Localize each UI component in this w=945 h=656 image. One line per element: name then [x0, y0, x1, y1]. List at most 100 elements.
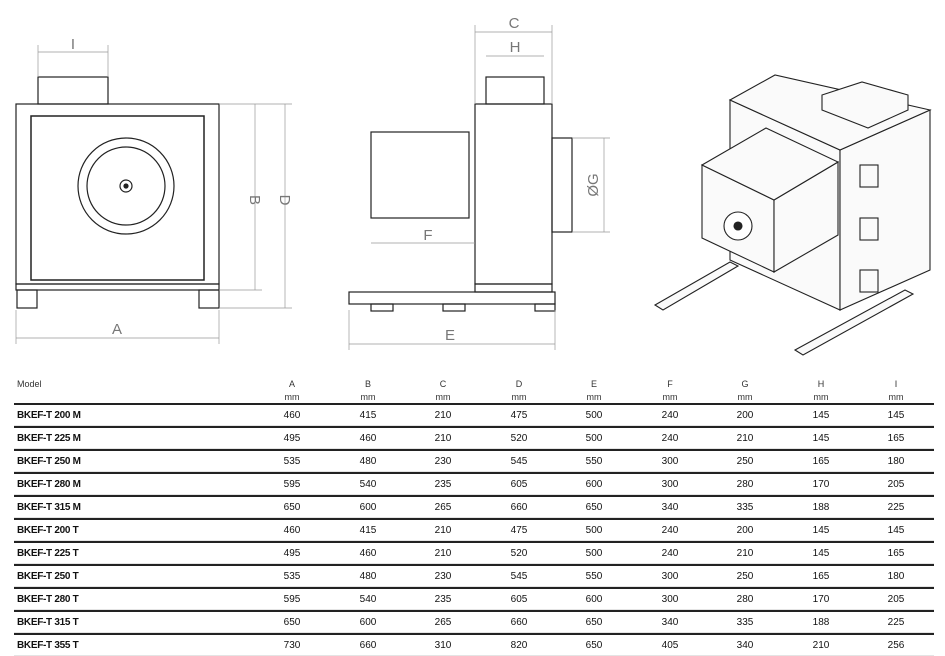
value-cell-c: 265	[434, 502, 452, 513]
dimensions-table: Model A B C D E F G H I mm mm mm mm mm m…	[14, 376, 934, 656]
value-cell-e: 500	[585, 548, 603, 559]
value-cell-i: 145	[887, 410, 905, 421]
value-cell-h: 145	[812, 548, 830, 559]
value-cell-h: 210	[812, 640, 830, 651]
col-header-g: G	[741, 379, 749, 389]
side-view	[348, 25, 610, 350]
value-cell-i: 180	[887, 456, 905, 467]
unit-label: mm	[511, 392, 527, 402]
value-cell-h: 165	[812, 571, 830, 582]
value-cell-b: 415	[359, 410, 377, 421]
value-cell-d: 520	[510, 433, 528, 444]
value-cell-e: 500	[585, 410, 603, 421]
value-cell-a: 535	[283, 456, 301, 467]
value-cell-c: 235	[434, 594, 452, 605]
value-cell-c: 310	[434, 640, 452, 651]
model-cell: BKEF-T 280 T	[17, 594, 79, 605]
value-cell-b: 480	[359, 571, 377, 582]
value-cell-g: 250	[736, 456, 754, 467]
value-cell-d: 475	[510, 525, 528, 536]
value-cell-h: 170	[812, 479, 830, 490]
value-cell-c: 230	[434, 571, 452, 582]
unit-label: mm	[284, 392, 300, 402]
unit-label: mm	[435, 392, 451, 402]
value-cell-a: 650	[283, 617, 301, 628]
dim-label-a: A	[112, 321, 122, 338]
value-cell-f: 300	[661, 571, 679, 582]
value-cell-c: 230	[434, 456, 452, 467]
value-cell-f: 240	[661, 548, 679, 559]
model-cell: BKEF-T 200 T	[17, 525, 79, 536]
unit-label: mm	[813, 392, 829, 402]
value-cell-f: 300	[661, 456, 679, 467]
value-cell-e: 550	[585, 571, 603, 582]
value-cell-c: 210	[434, 525, 452, 536]
dim-label-f: F	[423, 227, 432, 244]
value-cell-b: 460	[359, 433, 377, 444]
dim-label-h: H	[510, 39, 521, 56]
value-cell-i: 256	[887, 640, 905, 651]
value-cell-a: 460	[283, 410, 301, 421]
table-header: Model A B C D E F G H I mm mm mm mm mm m…	[14, 376, 934, 403]
value-cell-f: 240	[661, 525, 679, 536]
value-cell-e: 600	[585, 479, 603, 490]
value-cell-a: 495	[283, 548, 301, 559]
model-cell: BKEF-T 225 M	[17, 433, 81, 444]
value-cell-g: 280	[736, 594, 754, 605]
value-cell-a: 730	[283, 640, 301, 651]
value-cell-h: 145	[812, 433, 830, 444]
value-cell-f: 405	[661, 640, 679, 651]
value-cell-f: 340	[661, 502, 679, 513]
value-cell-d: 660	[510, 617, 528, 628]
value-cell-g: 335	[736, 617, 754, 628]
value-cell-h: 165	[812, 456, 830, 467]
dim-label-g: ØG	[585, 173, 602, 196]
value-cell-c: 210	[434, 433, 452, 444]
value-cell-d: 605	[510, 594, 528, 605]
model-cell: BKEF-T 315 T	[17, 617, 79, 628]
value-cell-i: 165	[887, 548, 905, 559]
col-header-i: I	[894, 379, 898, 389]
model-cell: BKEF-T 225 T	[17, 548, 79, 559]
value-cell-e: 500	[585, 525, 603, 536]
front-view	[15, 45, 292, 344]
col-header-a: A	[288, 379, 296, 389]
dim-label-c: C	[509, 15, 520, 32]
dim-label-d: D	[276, 195, 293, 206]
value-cell-c: 210	[434, 410, 452, 421]
value-cell-i: 225	[887, 502, 905, 513]
value-cell-b: 415	[359, 525, 377, 536]
value-cell-e: 600	[585, 594, 603, 605]
value-cell-c: 265	[434, 617, 452, 628]
model-cell: BKEF-T 200 M	[17, 410, 81, 421]
value-cell-h: 188	[812, 617, 830, 628]
value-cell-g: 280	[736, 479, 754, 490]
value-cell-b: 460	[359, 548, 377, 559]
value-cell-h: 145	[812, 525, 830, 536]
value-cell-e: 650	[585, 617, 603, 628]
value-cell-b: 480	[359, 456, 377, 467]
unit-label: mm	[737, 392, 753, 402]
model-cell: BKEF-T 250 T	[17, 571, 79, 582]
value-cell-g: 210	[736, 433, 754, 444]
value-cell-e: 550	[585, 456, 603, 467]
col-header-f: F	[667, 379, 673, 389]
dim-label-i: I	[71, 36, 75, 53]
value-cell-i: 145	[887, 525, 905, 536]
value-cell-i: 225	[887, 617, 905, 628]
value-cell-a: 595	[283, 594, 301, 605]
model-cell: BKEF-T 315 M	[17, 502, 81, 513]
dim-label-b: B	[246, 195, 263, 205]
value-cell-f: 340	[661, 617, 679, 628]
value-cell-f: 240	[661, 433, 679, 444]
value-cell-i: 205	[887, 479, 905, 490]
value-cell-g: 200	[736, 410, 754, 421]
value-cell-d: 660	[510, 502, 528, 513]
value-cell-b: 540	[359, 594, 377, 605]
dim-label-e: E	[445, 327, 455, 344]
value-cell-b: 600	[359, 617, 377, 628]
